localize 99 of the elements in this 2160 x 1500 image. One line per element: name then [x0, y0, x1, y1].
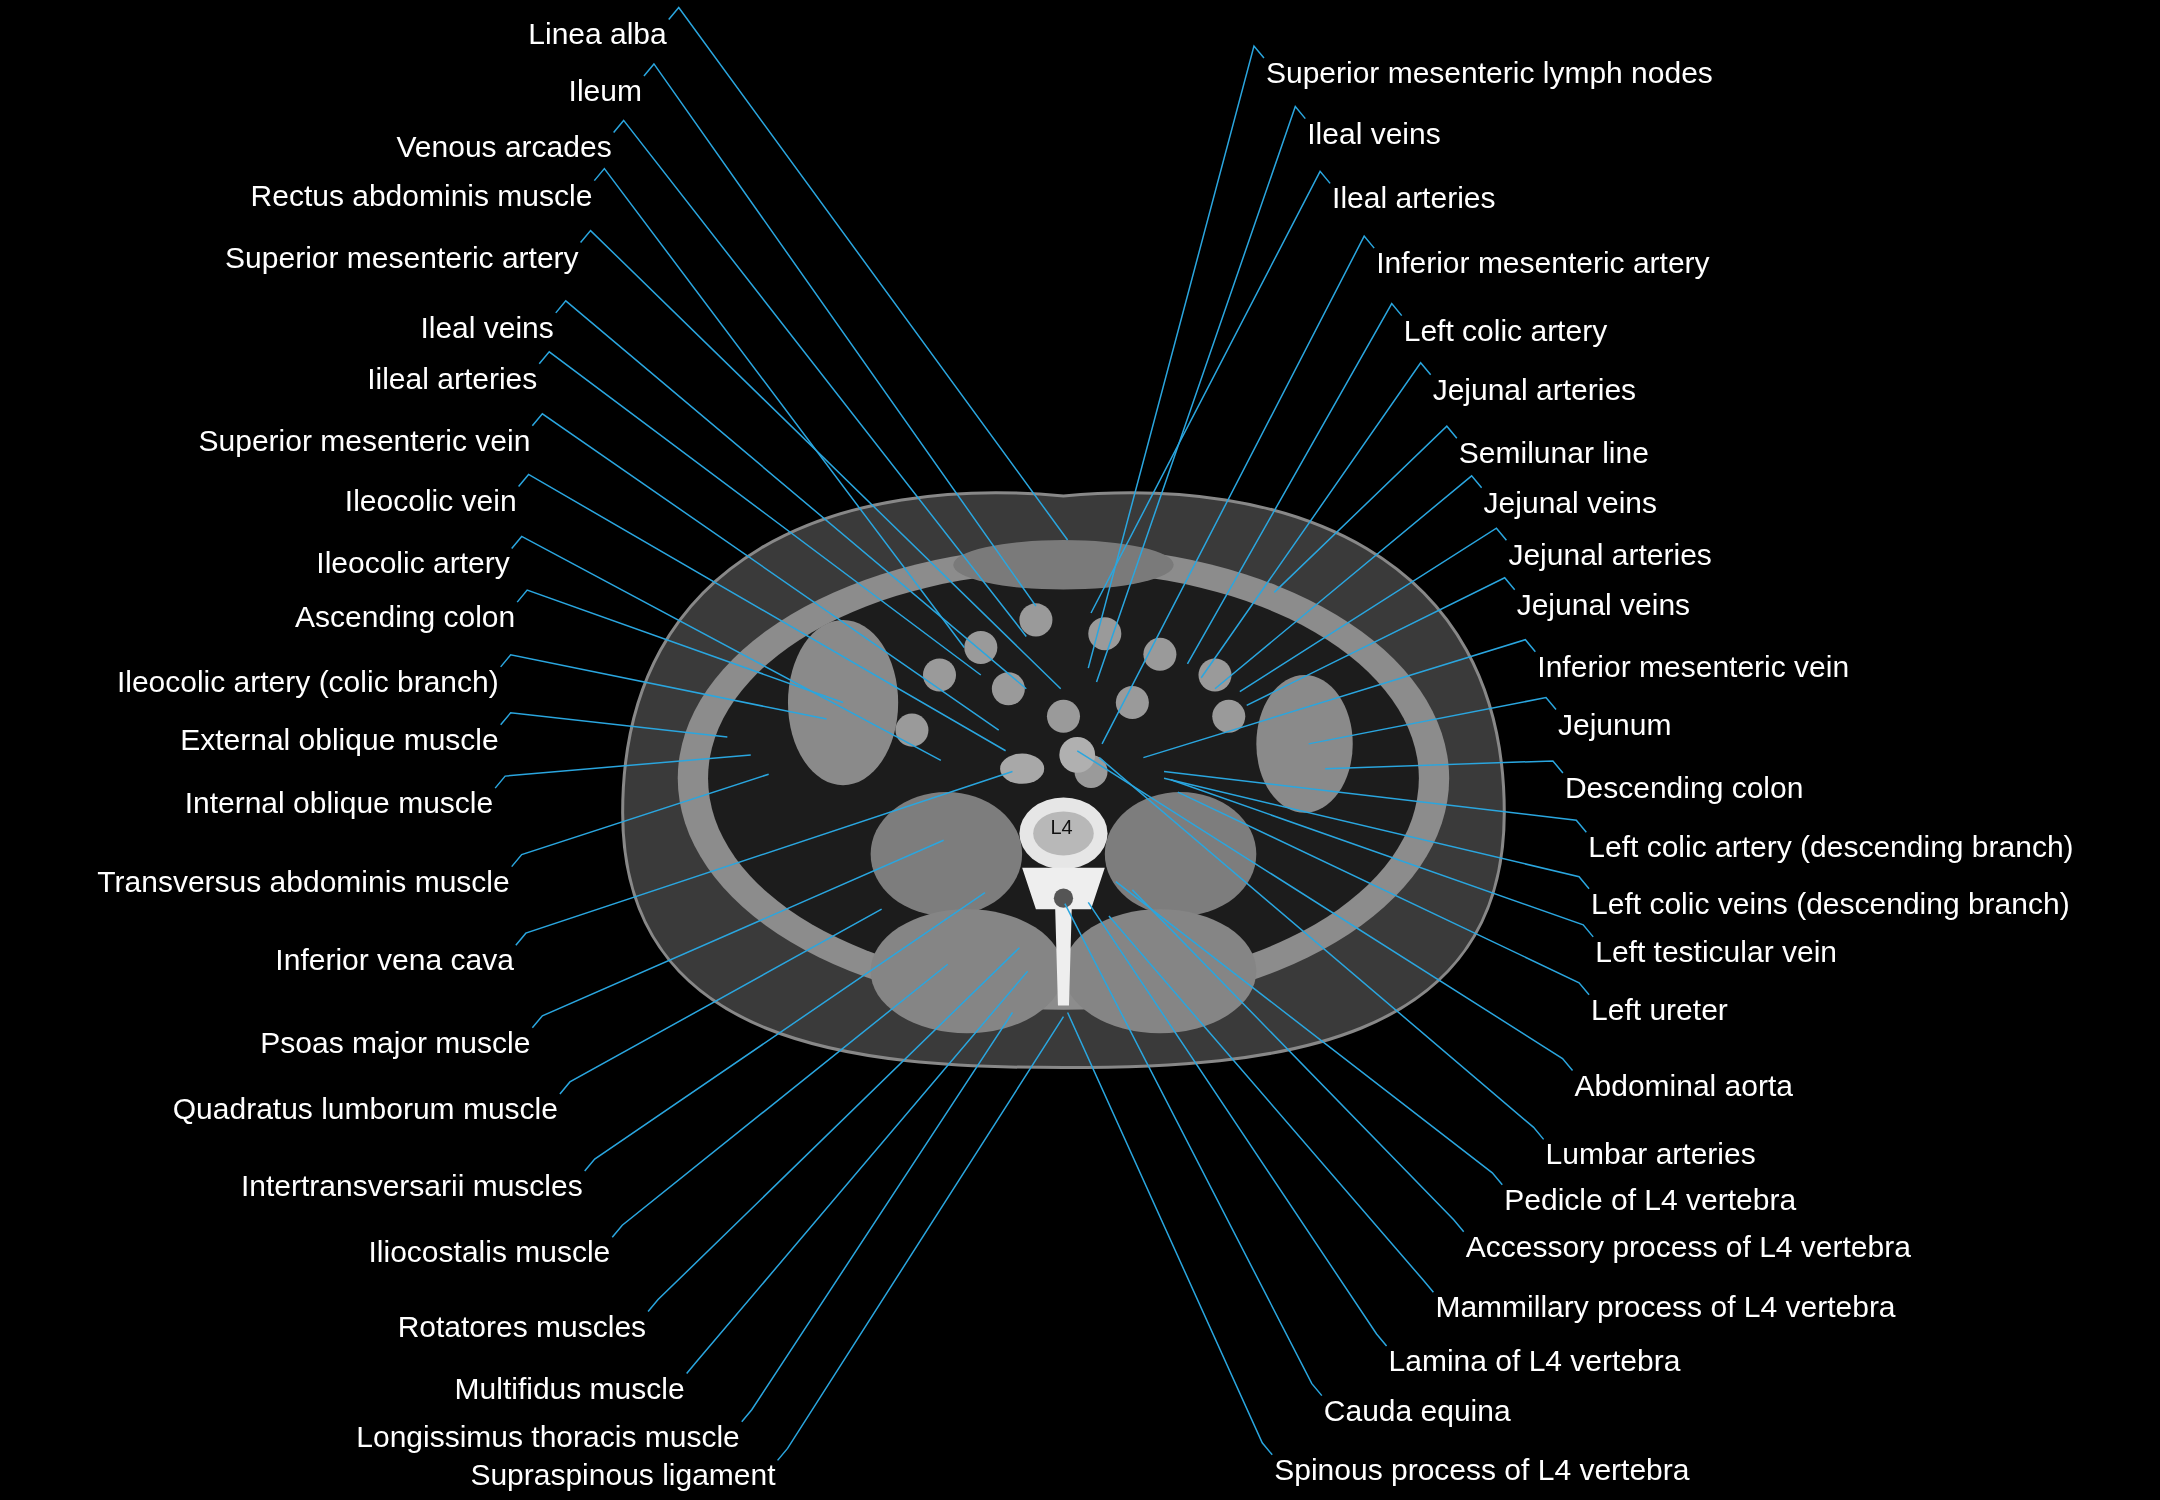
structure-label: Iileal arteries: [367, 361, 538, 396]
leader-line: [531, 412, 1000, 731]
leader-line: [1200, 361, 1432, 679]
leader-line: [517, 473, 1007, 752]
leader-line: [494, 754, 752, 789]
structure-label: Superior mesenteric vein: [198, 423, 531, 458]
vertebra-level-label: L4: [1050, 815, 1073, 838]
leader-line: [1186, 302, 1403, 665]
leader-line: [555, 299, 1028, 690]
structure-label: Cauda equina: [1323, 1393, 1511, 1428]
structure-label: Lumbar arteries: [1545, 1137, 1756, 1172]
leader-line: [593, 167, 966, 649]
leader-line: [647, 947, 1021, 1313]
structure-label: Ascending colon: [295, 600, 516, 635]
leader-line: [741, 1011, 1014, 1423]
leader-line: [583, 891, 986, 1172]
leader-line: [1066, 1011, 1273, 1456]
structure-label: External oblique muscle: [180, 722, 499, 757]
structure-label: Rectus abdominis muscle: [250, 178, 593, 213]
structure-label: Rotatores muscles: [397, 1309, 647, 1344]
leader-line: [1098, 756, 1545, 1141]
leader-line: [1101, 234, 1375, 745]
structure-label: Left testicular vein: [1595, 934, 1837, 969]
structure-label: Left colic artery: [1403, 313, 1608, 348]
leader-line: [531, 839, 945, 1029]
leader-line: [1324, 760, 1564, 774]
structure-label: Inferior mesenteric vein: [1537, 649, 1850, 684]
structure-label: Linea alba: [528, 17, 667, 52]
leader-line: [1090, 170, 1331, 614]
structure-label: Transversus abdominis muscle: [97, 864, 510, 899]
structure-label: Venous arcades: [396, 130, 612, 165]
structure-label: Semilunar line: [1458, 436, 1649, 471]
leader-line: [1131, 889, 1465, 1233]
structure-label: Ileum: [568, 73, 642, 108]
leader-line: [643, 62, 1037, 607]
structure-label: Jejunal veins: [1516, 587, 1691, 622]
leader-line: [685, 970, 1029, 1375]
structure-label: Inferior vena cava: [275, 943, 514, 978]
structure-label: Inferior mesenteric artery: [1376, 246, 1710, 281]
structure-label: Supraspinous ligament: [470, 1458, 776, 1493]
leader-line: [1170, 778, 1594, 938]
structure-label: Jejunal arteries: [1432, 372, 1637, 407]
structure-label: Accessory process of L4 vertebra: [1465, 1229, 1911, 1264]
structure-label: Ileal veins: [420, 310, 554, 345]
structure-label: Left colic artery (descending branch): [1588, 830, 2074, 865]
leader-line: [1142, 638, 1537, 759]
structure-label: Ileal veins: [1307, 116, 1441, 151]
leader-line: [1239, 527, 1508, 693]
leader-line: [510, 535, 942, 762]
structure-label: Jejunum: [1558, 707, 1672, 742]
leader-line: [1245, 576, 1516, 707]
leader-line: [668, 6, 1069, 541]
structure-label: Intertransversarii muscles: [240, 1169, 583, 1204]
structure-label: Longissimus thoracis muscle: [356, 1419, 740, 1454]
structure-label: Ileocolic artery: [316, 546, 510, 581]
leader-line: [1064, 902, 1323, 1397]
leader-line: [1076, 750, 1574, 1072]
leader-line: [776, 1015, 1065, 1462]
structure-label: Left colic veins (descending branch): [1591, 886, 2070, 921]
structure-label: Ileal arteries: [1332, 181, 1496, 216]
leader-line: [1307, 696, 1557, 745]
leader-line: [510, 773, 770, 868]
structure-label: Mammillary process of L4 vertebra: [1435, 1290, 1896, 1325]
leader-line: [1163, 777, 1590, 890]
structure-label: Ileocolic vein: [344, 484, 517, 519]
leader-line: [538, 350, 982, 676]
leader-line: [1095, 105, 1307, 683]
leader-line: [1115, 880, 1504, 1186]
leader-line: [1163, 770, 1588, 833]
structure-label: Pedicle of L4 vertebra: [1504, 1182, 1797, 1217]
leader-line: [579, 229, 1062, 690]
leader-line: [516, 589, 844, 704]
structure-label: Ileocolic artery (colic branch): [116, 664, 499, 699]
leader-line: [1087, 901, 1388, 1347]
leader-line: [1087, 44, 1265, 669]
structure-label: Descending colon: [1564, 770, 1804, 805]
leader-line: [1214, 474, 1483, 690]
leader-line: [515, 770, 1014, 946]
leader-line: [612, 119, 1028, 638]
structure-label: Left ureter: [1591, 992, 1728, 1027]
leader-line: [1273, 425, 1458, 594]
structure-label: Spinous process of L4 vertebra: [1274, 1452, 1690, 1487]
structure-label: Multifidus muscle: [454, 1371, 685, 1406]
structure-label: Jejunal arteries: [1508, 538, 1712, 573]
leader-line: [499, 654, 828, 720]
structure-label: Superior mesenteric lymph nodes: [1265, 56, 1713, 90]
structure-label: Psoas major muscle: [260, 1025, 531, 1060]
structure-label: Abdominal aorta: [1574, 1068, 1793, 1103]
structure-label: Iliocostalis muscle: [368, 1235, 611, 1270]
structure-label: Internal oblique muscle: [184, 786, 494, 821]
leader-line: [559, 908, 883, 1095]
structure-label: Jejunal veins: [1483, 485, 1658, 520]
leader-line: [1177, 791, 1590, 996]
structure-label: Lamina of L4 vertebra: [1388, 1344, 1681, 1378]
leader-line: [611, 963, 949, 1238]
leader-line: [1108, 915, 1435, 1294]
leader-line: [499, 711, 729, 738]
structure-label: Quadratus lumborum muscle: [172, 1091, 558, 1126]
structure-label: Superior mesenteric artery: [225, 240, 579, 275]
